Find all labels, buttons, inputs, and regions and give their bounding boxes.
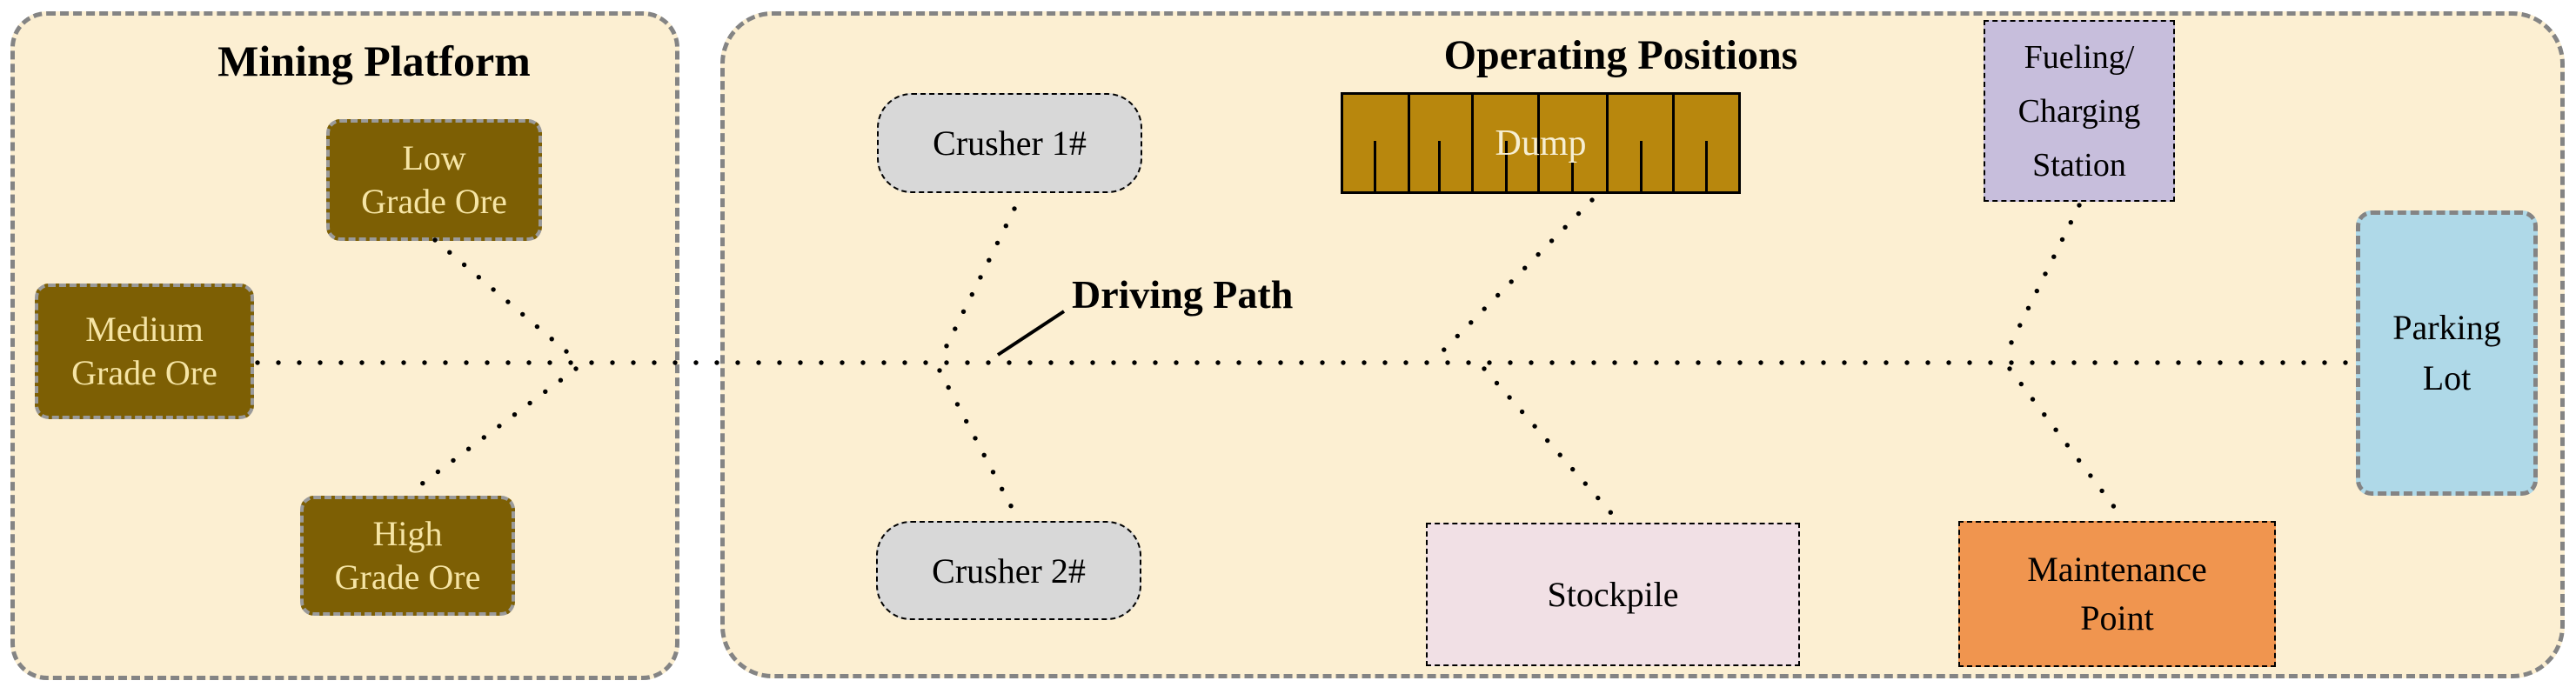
maintenance-point-node: Maintenance Point	[1958, 521, 2276, 667]
dump-slot-divider	[1605, 95, 1609, 191]
mining-platform-title: Mining Platform	[217, 37, 531, 85]
dump-slot-divider	[1408, 95, 1410, 191]
high-grade-ore-node: High Grade Ore	[300, 496, 515, 616]
dump-slot-divider	[1471, 95, 1475, 191]
medium-grade-ore-node: Medium Grade Ore	[35, 284, 254, 419]
low-grade-ore-node: Low Grade Ore	[326, 119, 542, 241]
dump-label: Dump	[1495, 123, 1587, 163]
dump-slot-tick	[1438, 141, 1442, 191]
driving-path-label: Driving Path	[1072, 272, 1294, 317]
dump-slot-tick	[1374, 141, 1377, 191]
dump-slot-tick	[1504, 141, 1508, 191]
dump-slot-tick	[1571, 141, 1575, 191]
crusher-1-node: Crusher 1#	[877, 93, 1142, 193]
fueling-charging-station-node: Fueling/ Charging Station	[1984, 20, 2175, 202]
crusher-2-node: Crusher 2#	[876, 521, 1141, 620]
dump-slot-tick	[1705, 141, 1709, 191]
dump-slot-tick	[1639, 141, 1643, 191]
dump-node: Dump	[1341, 92, 1741, 194]
stockpile-node: Stockpile	[1426, 523, 1800, 666]
dump-slot-divider	[1536, 95, 1540, 191]
parking-lot-node: Parking Lot	[2356, 210, 2538, 496]
operating-positions-title: Operating Positions	[1443, 32, 1798, 78]
dump-slot-divider	[1672, 95, 1676, 191]
